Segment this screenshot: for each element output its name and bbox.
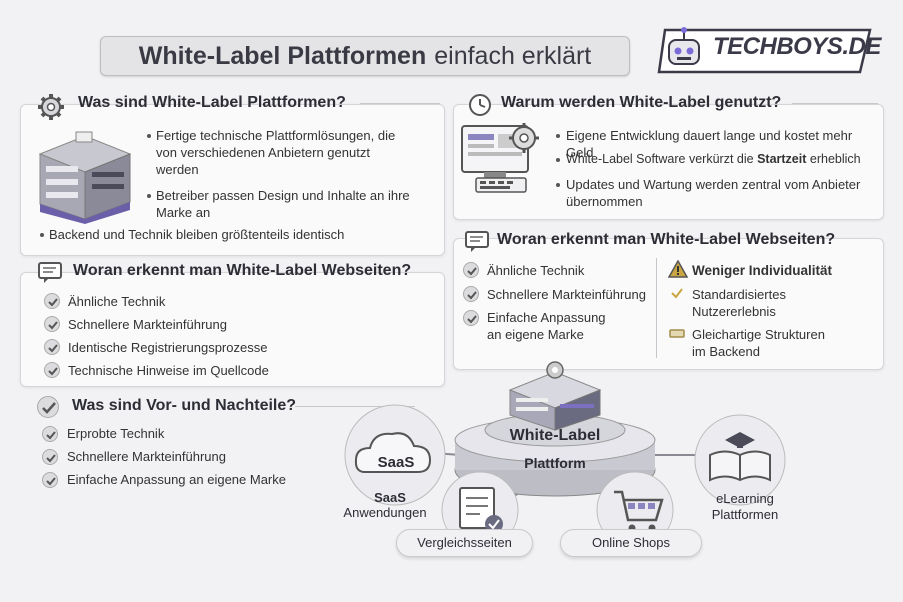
shops-node[interactable]: Online Shops: [560, 529, 702, 557]
elearning-node-label1[interactable]: eLearning: [716, 491, 774, 506]
why-used-item-1: Eigene Entwicklung dauert lange und kost…: [566, 128, 853, 160]
hub-center-line2: Plattform: [524, 455, 586, 471]
recognize-right-title: Woran erkennt man White-Label Webseiten?: [497, 231, 836, 248]
check-icon: [44, 339, 60, 355]
recognize-left-item-4: Technische Hinweise im Quellcode: [68, 363, 269, 378]
recognize-right-cons-item-1: Standardisiertes Nutzererlebnis: [692, 287, 786, 319]
minus-box-icon: [669, 329, 685, 338]
pros-cons-item-3: Einfache Anpassung an eigene Marke: [67, 472, 286, 487]
logo-text: TECHBOYS.DE: [713, 33, 881, 60]
why-used-item-2: White-Label Software verkürzt die Startz…: [566, 151, 881, 168]
why-used-item-2-end: erheblich: [809, 152, 861, 166]
why-used-item-2-bold: Startzeit: [757, 152, 807, 166]
pros-cons-title: Was sind Vor- und Nachteile?: [72, 397, 297, 414]
pros-cons-item-1: Erprobte Technik: [67, 426, 165, 441]
saas-badge: SaaS: [377, 454, 415, 471]
what-is-item-1: Fertige technische Plattformlösungen, di…: [156, 128, 396, 177]
bullet: [556, 183, 560, 187]
recognize-left-item-3: Identische Registrierungsprozesse: [68, 340, 268, 355]
saas-node-label2[interactable]: Anwendungen: [343, 505, 427, 520]
check-icon: [42, 426, 58, 442]
why-used-item-3: Updates und Wartung werden zentral vom A…: [566, 177, 861, 209]
brand-logo[interactable]: TECHBOYS.DE: [655, 22, 881, 76]
chat-icon: [38, 262, 62, 283]
gear-icon: [38, 94, 64, 120]
page-title: White-Label Plattformen einfach erklärt: [100, 36, 630, 76]
check-circle-icon: [37, 396, 59, 418]
recognize-left-title: Woran erkennt man White-Label Webseiten?: [73, 262, 412, 279]
check-icon: [463, 286, 479, 302]
monitor-gear-icon: [461, 123, 539, 193]
title-divider: [360, 103, 440, 104]
card-recognize-right: [453, 238, 884, 370]
what-is-title: Was sind White-Label Plattformen?: [78, 94, 346, 111]
recognize-right-cons-title: Weniger Individualität: [692, 263, 833, 278]
check-icon: [44, 316, 60, 332]
check-icon: [42, 449, 58, 465]
chat-icon: [465, 231, 489, 252]
why-used-title: Warum werden White-Label genutzt?: [501, 94, 782, 111]
clock-icon: [469, 94, 491, 116]
bullet: [556, 158, 560, 162]
column-divider: [656, 258, 657, 358]
card-recognize-left: [20, 272, 445, 387]
platform-hub-diagram: [344, 361, 786, 549]
pros-cons-item-2: Schnellere Markteinführung: [67, 449, 226, 464]
recognize-right-item-3: Einfache Anpassung an eigene Marke: [487, 310, 606, 342]
elearning-node-label2[interactable]: Plattformen: [711, 507, 779, 522]
recognize-right-cons-item-2: Gleichartige Strukturen im Backend: [692, 327, 825, 359]
recognize-left-item-2: Schnellere Markteinführung: [68, 317, 227, 332]
hub-center-line1: White-Label: [509, 427, 601, 444]
recognize-right-item-1: Ähnliche Technik: [487, 263, 585, 278]
check-icon: [44, 293, 60, 309]
recognize-left-item-1: Ähnliche Technik: [68, 294, 166, 309]
saas-node-label1[interactable]: SaaS: [374, 490, 406, 505]
check-icon: [463, 310, 479, 326]
warning-icon: [668, 260, 688, 278]
check-icon: [44, 362, 60, 378]
logo-frame-icon: [657, 27, 872, 74]
check-icon: [463, 262, 479, 278]
check-icon: [42, 472, 58, 488]
title-divider: [295, 406, 415, 407]
title-rest: einfach erklärt: [434, 41, 592, 70]
building-icon: [38, 131, 132, 224]
bullet: [556, 134, 560, 138]
checkmark-icon: [671, 288, 683, 299]
compare-node[interactable]: Vergleichsseiten: [396, 529, 533, 557]
what-is-item-2: Betreiber passen Design und Inhalte an i…: [156, 188, 410, 220]
bullet: [147, 134, 151, 138]
title-divider: [792, 103, 878, 104]
bullet: [40, 233, 44, 237]
title-bold: White-Label Plattformen: [138, 41, 427, 70]
bullet: [147, 194, 151, 198]
why-used-item-2-start: White-Label Software verkürzt die: [566, 152, 754, 166]
what-is-item-3: Backend und Technik bleiben größtenteils…: [49, 227, 345, 242]
recognize-right-item-2: Schnellere Markteinführung: [487, 287, 646, 302]
